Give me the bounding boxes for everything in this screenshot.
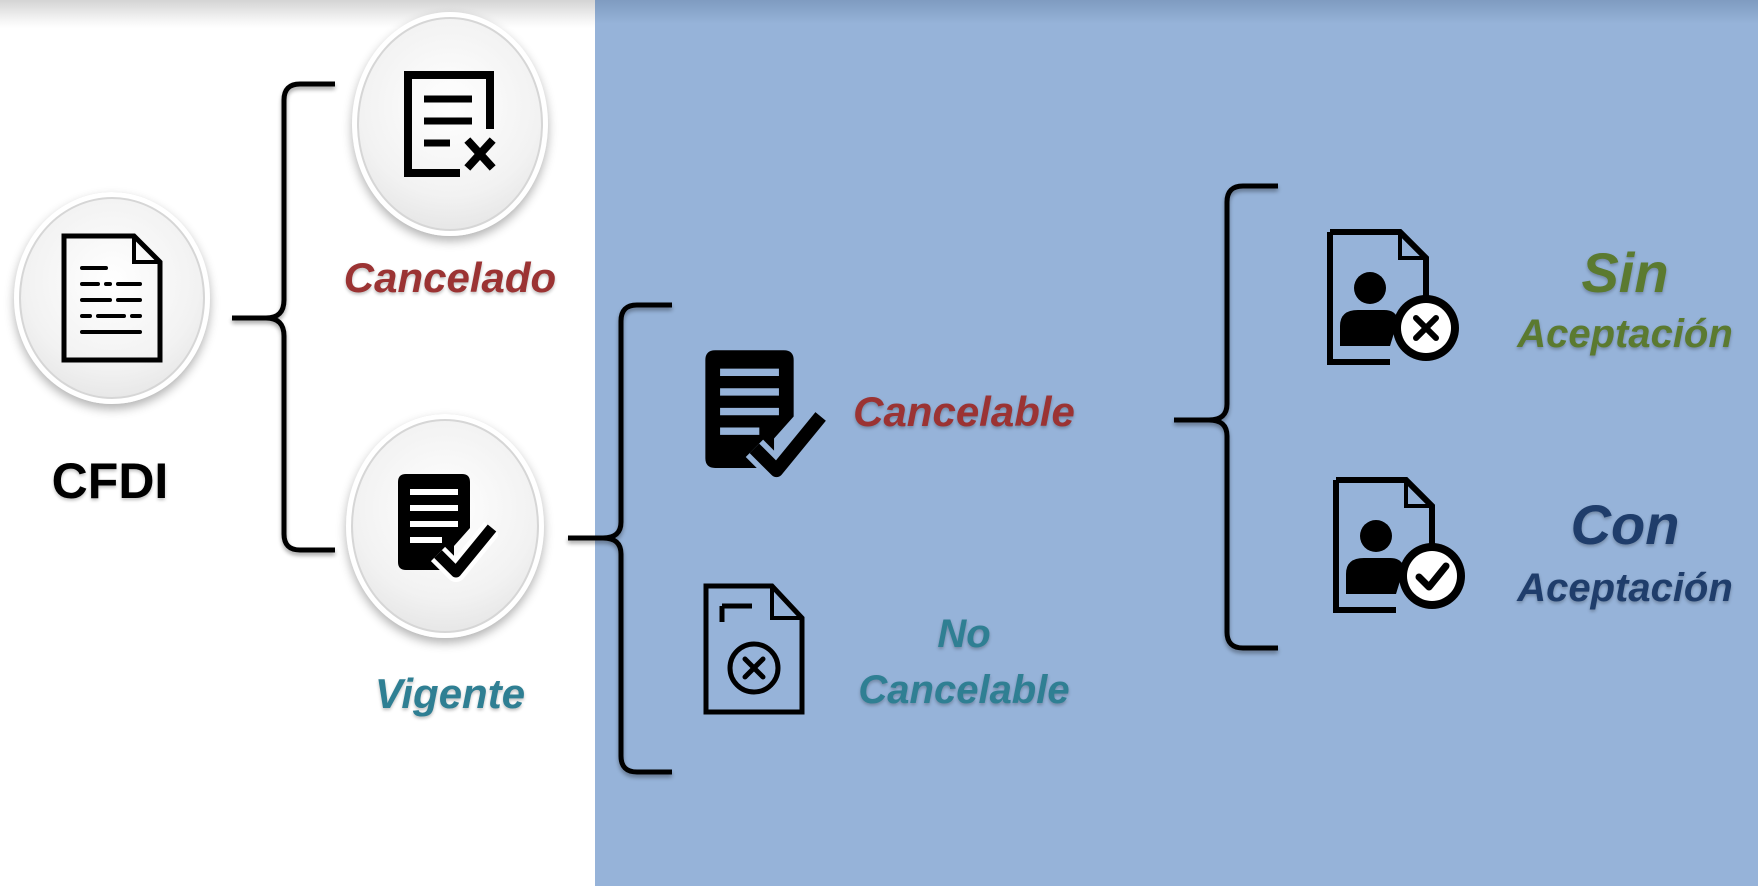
bracket-cfdi bbox=[232, 81, 335, 553]
con-aceptacion-line2: Aceptación bbox=[1517, 566, 1733, 610]
vigente-label: Vigente bbox=[374, 670, 526, 717]
user-file-x-icon bbox=[1327, 229, 1459, 365]
no-cancelable-line1: No bbox=[937, 612, 991, 656]
vigente-node bbox=[346, 414, 544, 638]
user-file-check-icon bbox=[1333, 477, 1465, 613]
cfdi-node bbox=[14, 192, 210, 404]
con-aceptacion-line1: Con bbox=[1570, 493, 1680, 556]
bracket-vigente bbox=[568, 302, 672, 775]
document-icon bbox=[61, 233, 163, 363]
cancelado-label: Cancelado bbox=[343, 254, 557, 301]
sin-aceptacion-line1: Sin bbox=[1581, 241, 1669, 304]
sin-aceptacion-icon bbox=[1326, 228, 1466, 366]
sin-aceptacion-line2: Aceptación bbox=[1517, 312, 1733, 356]
document-check-icon bbox=[705, 350, 831, 483]
cancelable-icon bbox=[698, 344, 831, 484]
file-x-icon bbox=[703, 583, 805, 715]
cancelado-node bbox=[352, 12, 548, 236]
no-cancelable-line2: Cancelable bbox=[858, 668, 1070, 712]
document-x-icon bbox=[404, 71, 496, 177]
cancelable-label: Cancelable bbox=[853, 388, 1075, 435]
cfdi-label: CFDI bbox=[51, 453, 169, 509]
no-cancelable-icon bbox=[702, 582, 806, 716]
top-gradient-bar bbox=[0, 0, 595, 28]
con-aceptacion-icon bbox=[1332, 476, 1472, 614]
document-check-icon bbox=[398, 474, 498, 582]
bracket-cancelable bbox=[1174, 183, 1278, 651]
